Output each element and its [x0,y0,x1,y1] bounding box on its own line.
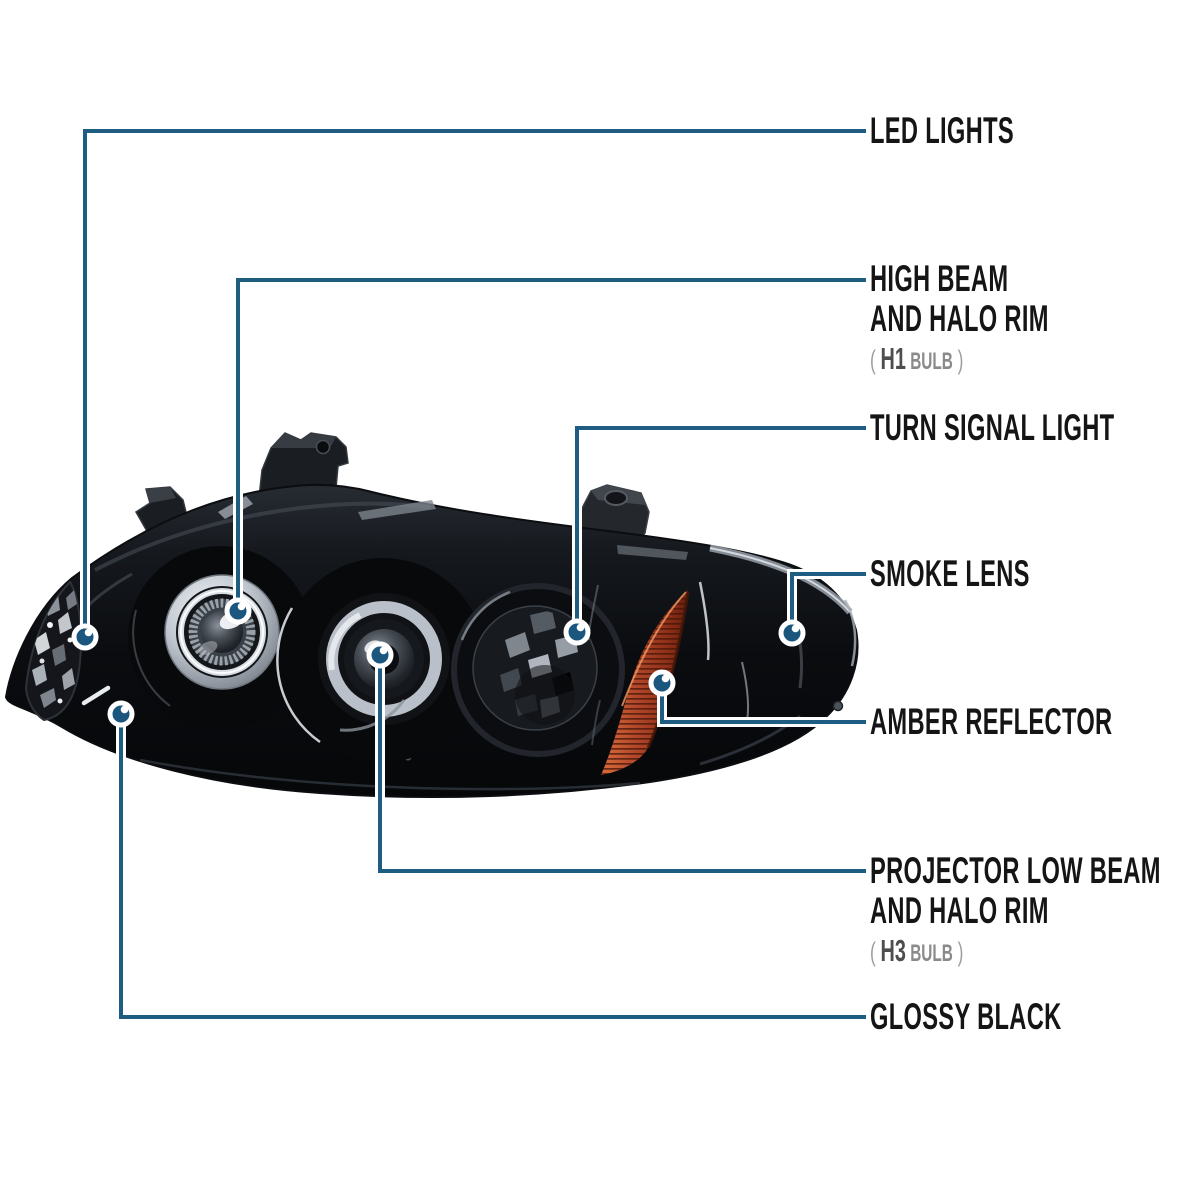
bulb-word: BULB [905,940,953,967]
callout-title: TURN SIGNAL LIGHT [870,407,1115,448]
marker-turn-signal [563,618,591,646]
leader-led-lights [80,126,866,637]
callout-title: GLOSSY BLACK [870,996,1062,1037]
callout-led-lights: LED LIGHTS [870,111,1095,151]
marker-high-beam [224,597,252,625]
leader-projector-low-beam [375,655,866,876]
marker-projector-low-beam [366,641,394,669]
callout-turn-signal-light: TURN SIGNAL LIGHT [870,408,1200,448]
bulb-paren-close: ) [952,937,964,967]
marker-smoke-lens [778,619,806,647]
callout-title: HIGH BEAM [870,258,1009,299]
bulb-paren-close: ) [952,345,964,375]
marker-led-lights [71,623,99,651]
leader-glossy-black [116,714,866,1022]
callout-glossy-black: GLOSSY BLACK [870,997,1169,1037]
callout-title-line2: AND HALO RIM [870,298,1049,339]
callout-smoke-lens: SMOKE LENS [870,554,1120,594]
bulb-spec: ( H1 BULB ) [870,340,1049,384]
marker-amber-reflector [648,669,676,697]
bulb-code: H1 [880,341,906,376]
callout-title-line2: AND HALO RIM [870,890,1049,931]
marker-glossy-black [107,700,135,728]
bulb-spec: ( H3 BULB ) [870,932,1161,976]
bulb-paren-open: ( [870,345,881,375]
callout-high-beam-and-halo-rim: HIGH BEAM AND HALO RIM ( H1 BULB ) [870,259,1149,384]
callout-projector-low-beam: PROJECTOR LOW BEAM AND HALO RIM ( H3 BUL… [870,851,1200,976]
callout-title: PROJECTOR LOW BEAM [870,850,1161,891]
callout-title: SMOKE LENS [870,553,1030,594]
bulb-paren-open: ( [870,937,881,967]
leader-turn-signal [572,423,866,632]
leader-amber-reflector [657,683,866,727]
callout-title: AMBER REFLECTOR [870,701,1113,742]
bulb-word: BULB [905,348,953,375]
leader-smoke-lens [787,569,866,633]
led-corner-lens [24,580,111,722]
high-beam-projector [128,546,312,730]
callout-amber-reflector: AMBER REFLECTOR [870,702,1200,742]
callout-title: LED LIGHTS [870,110,1014,151]
leader-high-beam [233,275,866,611]
bulb-code: H3 [880,933,906,968]
amber-reflector-shape [601,590,690,775]
